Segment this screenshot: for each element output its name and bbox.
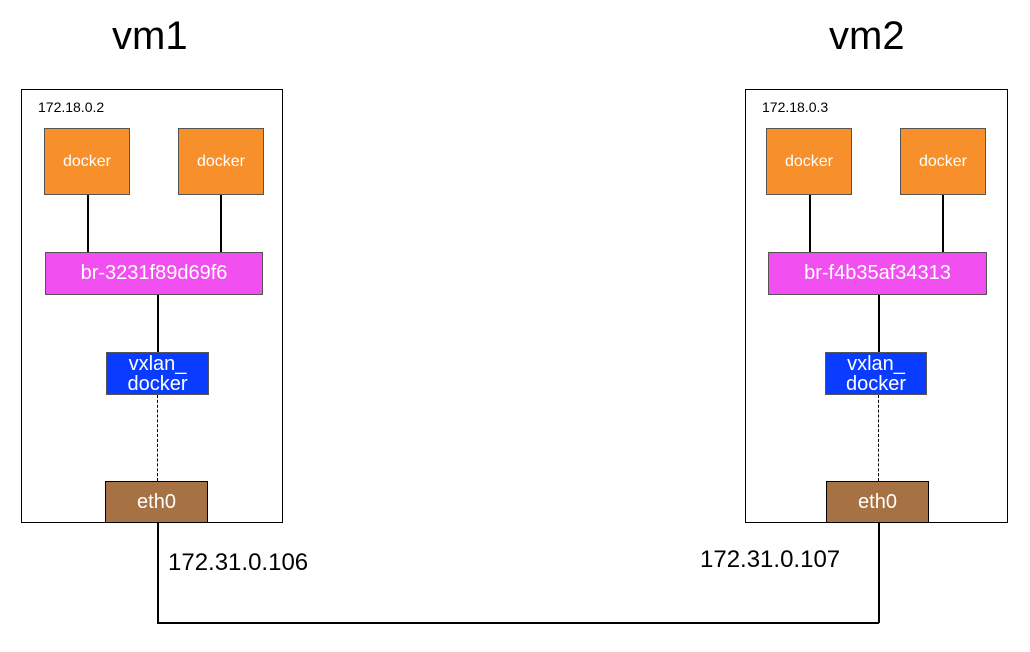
vm1-vxlan-eth-link [157,395,158,481]
vm1-vxlan-line2: docker [127,372,188,395]
vm2-uplink [878,523,880,623]
vm2-vxlan-line2: docker [845,372,907,395]
vm2-docker-right: docker [900,128,986,195]
vm1-docker-right-link [220,195,222,252]
vm2-inner-ip: 172.18.0.3 [762,99,829,115]
vm1-docker-right: docker [178,128,264,195]
vm2-bridge: br-f4b35af34313 [768,252,987,295]
vm1-docker-left: docker [44,128,130,195]
vm2-host-ip: 172.31.0.107 [700,546,841,573]
vm2-title: vm2 [829,14,905,58]
vm1-docker-left-link [87,195,89,252]
vm2-vxlan-line1: vxlan_ [847,352,905,375]
vm2-vxlan: vxlan_ docker [825,352,927,395]
vm1-vxlan-line1: vxlan_ [128,352,187,375]
vm2-docker-left: docker [766,128,852,195]
vm2-eth0: eth0 [826,481,929,523]
vm2-vxlan-eth-link [878,395,879,481]
vm1-host-ip: 172.31.0.106 [168,549,309,576]
vm1-vxlan: vxlan_ docker [106,352,209,395]
vm1-inner-ip: 172.18.0.2 [38,99,105,115]
vm2-docker-right-link [942,195,944,252]
vm1-eth0: eth0 [105,481,208,523]
vm1-bridge: br-3231f89d69f6 [45,252,263,295]
vm1-uplink [157,523,159,623]
vm1-title: vm1 [112,14,188,58]
host-network-link [157,622,879,624]
vm2-bridge-vxlan-link [878,295,880,352]
vm1-bridge-vxlan-link [157,295,159,352]
vm2-docker-left-link [809,195,811,252]
